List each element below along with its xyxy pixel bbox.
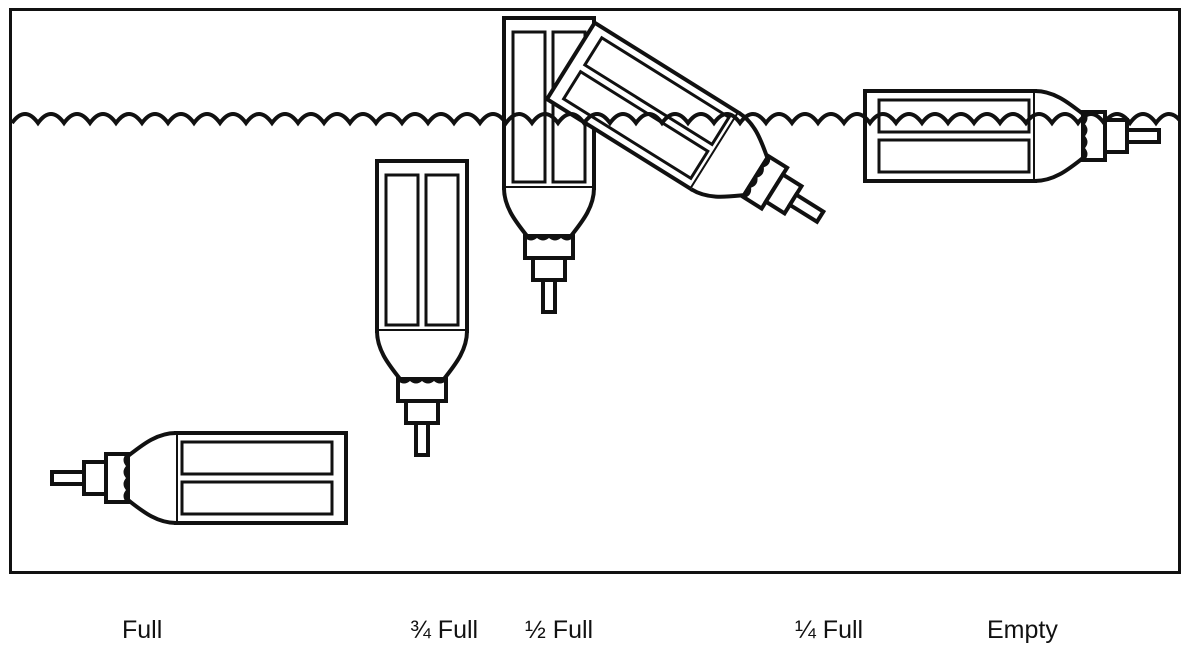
water-scene [12,16,1178,525]
bottle-empty [863,89,1161,183]
figure-frame [9,8,1181,574]
label-empty: Empty [987,616,1058,644]
label-quarter-full: ¼ Full [795,616,864,644]
label-full: Full [122,616,163,644]
label-three-quarter-full: ¾ Full [410,616,479,644]
water-surface-line [12,112,1178,127]
bottle-full [50,431,348,525]
label-half-full: ½ Full [525,616,594,644]
bottle-three-quarter-full [375,159,469,457]
